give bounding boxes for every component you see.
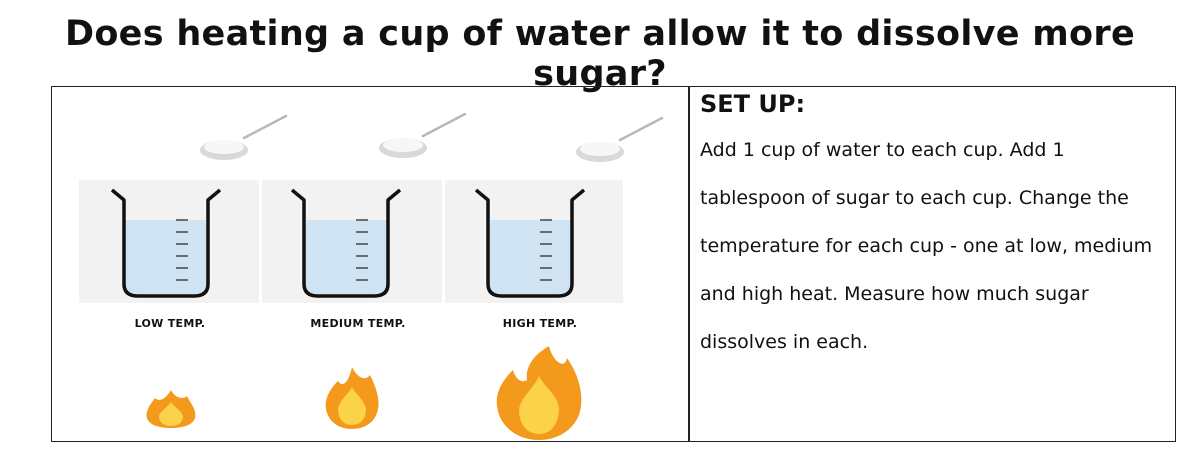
large-flame-icon xyxy=(496,346,582,440)
high-temp-label: HIGH TEMP. xyxy=(502,317,578,330)
beaker-icon xyxy=(290,188,402,298)
spoon-of-sugar-icon xyxy=(576,116,664,162)
low-temp-label: LOW TEMP. xyxy=(134,317,206,330)
spoon-of-sugar-icon xyxy=(379,112,467,158)
medium-flame-icon xyxy=(325,367,379,429)
table-divider xyxy=(688,86,690,442)
medium-temp-label: MEDIUM TEMP. xyxy=(310,317,406,330)
small-flame-icon xyxy=(146,390,196,428)
spoon-of-sugar-icon xyxy=(200,114,288,160)
page-title: Does heating a cup of water allow it to … xyxy=(64,14,1135,94)
setup-instructions: Add 1 cup of water to each cup. Add 1 ta… xyxy=(700,139,1153,353)
beaker-icon xyxy=(474,188,586,298)
content-table xyxy=(51,86,1176,442)
beaker-icon xyxy=(110,188,222,298)
setup-heading: SET UP: xyxy=(700,90,806,118)
